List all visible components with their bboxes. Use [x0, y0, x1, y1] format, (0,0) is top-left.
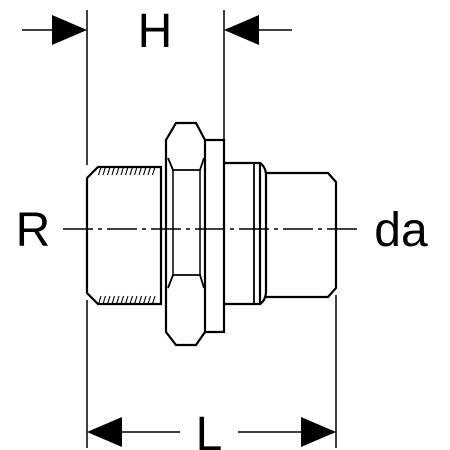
- press-body-outline: [224, 161, 262, 306]
- centerline: R da: [16, 204, 428, 257]
- thread-tick-top: [142, 166, 147, 176]
- threaded-end: [85, 165, 163, 306]
- dimension-l: L: [86, 295, 337, 450]
- thread-tick-bottom: [129, 295, 134, 305]
- press-body-bead: [259, 162, 268, 305]
- thread-tick-top: [129, 166, 134, 176]
- thread-tick-bottom: [142, 295, 147, 305]
- thread-tick-bottom: [115, 295, 120, 305]
- hex-nut: [164, 121, 207, 347]
- thread-hatching: [97, 166, 156, 305]
- hex-nut-outline: [164, 121, 207, 347]
- thread-tick-top: [147, 166, 152, 176]
- arrow-l-right: [301, 417, 336, 447]
- thread-tick-bottom: [124, 295, 129, 305]
- thread-tick-top: [133, 166, 138, 176]
- thread-tick-bottom: [106, 295, 111, 305]
- thread-tick-top: [115, 166, 120, 176]
- thread-tick-top: [124, 166, 129, 176]
- thread-tick-top: [138, 166, 143, 176]
- arrow-h-right: [224, 15, 259, 45]
- arrow-l-left: [87, 417, 122, 447]
- thread-tick-top: [106, 166, 111, 176]
- thread-tick-bottom: [111, 295, 116, 305]
- thread-tick-bottom: [133, 295, 138, 305]
- label-l: L: [196, 408, 223, 450]
- hex-facet-bottom: [167, 274, 205, 289]
- label-da: da: [374, 204, 428, 257]
- thread-tick-top: [151, 166, 156, 176]
- label-h: H: [138, 5, 173, 58]
- pipe-end: [266, 171, 338, 299]
- thread-tick-top: [102, 166, 107, 176]
- thread-tick-bottom: [138, 295, 143, 305]
- press-body: [224, 161, 268, 306]
- arrow-h-left: [52, 15, 87, 45]
- thread-tick-bottom: [120, 295, 125, 305]
- hex-facet-top: [167, 157, 205, 171]
- thread-tick-top: [97, 166, 102, 176]
- dimension-h: H: [22, 5, 292, 165]
- thread-tick-bottom: [97, 295, 102, 305]
- thread-tick-bottom: [151, 295, 156, 305]
- label-r: R: [16, 204, 51, 257]
- thread-tick-top: [120, 166, 125, 176]
- collar: [205, 138, 226, 334]
- thread-tick-bottom: [147, 295, 152, 305]
- thread-outline: [85, 165, 163, 306]
- fitting-body: [85, 121, 338, 347]
- thread-tick-bottom: [102, 295, 107, 305]
- thread-tick-top: [111, 166, 116, 176]
